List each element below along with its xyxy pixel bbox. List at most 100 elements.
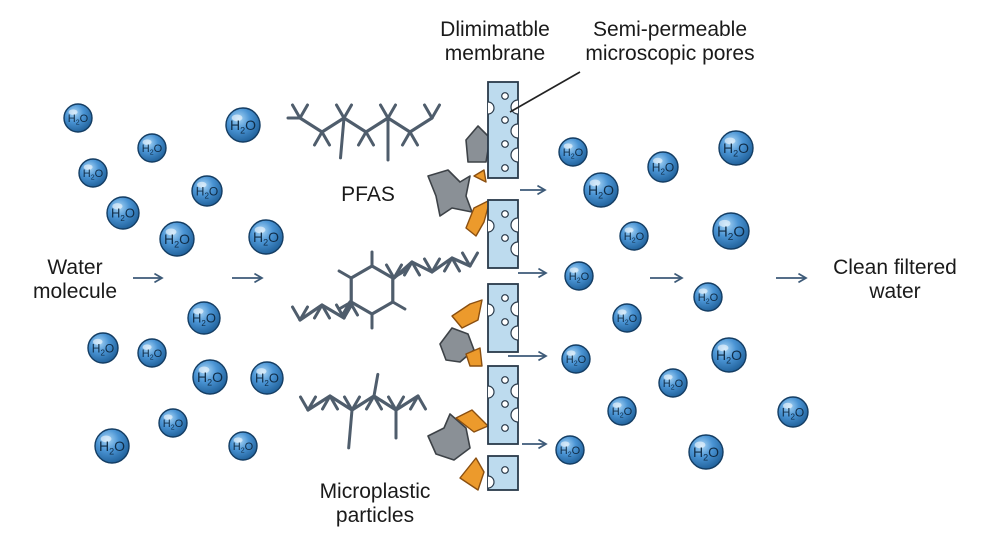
- water-molecules: H2O H2O H2O H2O H2O H2O H2O H2O H2O H2O H2O H2O H2O H…: [63, 103, 809, 470]
- microplastic-label-line1: Microplastic: [319, 480, 431, 503]
- svg-text:H2O: H2O: [624, 231, 645, 245]
- membrane-segment: [487, 365, 519, 445]
- water-molecule-icon: H2O: [583, 172, 619, 208]
- water-molecule-icon: H2O: [106, 196, 140, 230]
- pore-icon: [501, 92, 509, 100]
- flow-arrows: [133, 184, 808, 450]
- svg-text:H2O: H2O: [192, 311, 216, 328]
- water-molecule-icon: H2O: [87, 332, 119, 364]
- svg-text:H2O: H2O: [716, 347, 742, 366]
- svg-text:H2O: H2O: [83, 168, 104, 182]
- water-molecule-icon: H2O: [192, 359, 228, 395]
- water-molecule-icon: H2O: [63, 103, 93, 133]
- water-molecule-icon: H2O: [159, 221, 195, 257]
- svg-text:H2O: H2O: [563, 147, 584, 161]
- water-molecule-label-line1: Water: [47, 256, 103, 279]
- water-molecule-icon: H2O: [137, 338, 167, 368]
- water-molecule-icon: H2O: [647, 151, 679, 183]
- svg-text:H2O: H2O: [255, 371, 279, 388]
- membrane-segment: [487, 283, 519, 353]
- pore-icon: [501, 140, 509, 148]
- water-molecule-icon: H2O: [94, 428, 130, 464]
- membrane-segment: [487, 455, 519, 491]
- svg-text:H2O: H2O: [233, 441, 254, 455]
- svg-text:H2O: H2O: [142, 143, 163, 157]
- pores-label-line2: microscopic pores: [585, 42, 755, 65]
- microplastic-particle-icon: [427, 413, 471, 461]
- pore-icon: [501, 400, 509, 408]
- membrane-label-line1: Dlimimatble: [440, 18, 550, 41]
- water-molecule-icon: H2O: [619, 221, 649, 251]
- svg-text:H2O: H2O: [693, 444, 719, 463]
- pfas-molecule-icon: [286, 103, 441, 162]
- svg-text:H2O: H2O: [566, 354, 587, 368]
- pfas-molecule-icon: [299, 372, 427, 450]
- svg-text:H2O: H2O: [560, 445, 581, 459]
- svg-text:H2O: H2O: [617, 313, 638, 327]
- pores-callout-line: [509, 71, 581, 113]
- water-molecule-icon: H2O: [612, 303, 642, 333]
- svg-text:H2O: H2O: [652, 160, 674, 176]
- pore-icon: [501, 164, 509, 172]
- water-molecule-icon: H2O: [225, 107, 261, 143]
- water-molecule-icon: H2O: [555, 435, 585, 465]
- microplastic-particle-icon: [473, 169, 487, 183]
- water-molecule-icon: H2O: [658, 368, 688, 398]
- pfas-molecule-icon: [291, 250, 479, 330]
- membrane-label: Dlimimatble membrane: [420, 18, 570, 66]
- membrane: [487, 81, 519, 491]
- svg-text:H2O: H2O: [663, 378, 684, 392]
- svg-text:H2O: H2O: [612, 406, 633, 420]
- svg-text:H2O: H2O: [92, 341, 114, 357]
- pore-icon: [501, 210, 509, 218]
- water-molecule-icon: H2O: [718, 130, 754, 166]
- svg-text:H2O: H2O: [196, 184, 218, 200]
- svg-text:H2O: H2O: [569, 271, 590, 285]
- pfas-molecules: [286, 103, 479, 450]
- water-molecule-icon: H2O: [191, 175, 223, 207]
- clean-water-label: Clean filtered water: [820, 256, 970, 304]
- clean-water-label-line1: Clean filtered: [833, 256, 957, 279]
- svg-text:H2O: H2O: [723, 140, 749, 159]
- pore-icon: [501, 294, 509, 302]
- water-molecule-icon: H2O: [250, 361, 284, 395]
- microplastic-particle-icon: [459, 457, 485, 491]
- membrane-label-line2: membrane: [444, 42, 546, 65]
- pore-icon: [501, 424, 509, 432]
- pore-icon: [501, 466, 509, 474]
- svg-text:H2O: H2O: [111, 206, 135, 223]
- water-molecule-icon: H2O: [228, 431, 258, 461]
- water-molecule-icon: H2O: [78, 158, 108, 188]
- svg-text:H2O: H2O: [99, 438, 125, 457]
- microplastic-particle-icon: [465, 199, 491, 237]
- water-molecule-icon: H2O: [561, 344, 591, 374]
- microplastic-particle-icon: [465, 125, 491, 163]
- water-molecule-icon: H2O: [712, 212, 750, 250]
- pore-icon: [501, 376, 509, 384]
- water-molecule-icon: H2O: [158, 408, 188, 438]
- water-molecule-icon: H2O: [248, 219, 284, 255]
- water-molecule-icon: H2O: [688, 434, 724, 470]
- microplastic-label-line2: particles: [335, 504, 415, 527]
- pfas-label-text: PFAS: [341, 183, 395, 206]
- microplastic-particle-icon: [427, 169, 473, 217]
- svg-text:H2O: H2O: [717, 223, 745, 243]
- pore-icon: [501, 234, 509, 242]
- svg-text:H2O: H2O: [197, 369, 223, 388]
- clean-water-label-line2: water: [869, 280, 921, 303]
- svg-text:H2O: H2O: [588, 182, 614, 201]
- water-molecule-label: Water molecule: [20, 256, 130, 304]
- svg-text:H2O: H2O: [163, 418, 184, 432]
- pore-icon: [501, 318, 509, 326]
- microplastic-label: Microplastic particles: [300, 480, 450, 528]
- svg-text:H2O: H2O: [68, 113, 89, 127]
- water-molecule-icon: H2O: [564, 261, 594, 291]
- membrane-segment: [487, 199, 519, 269]
- microplastic-particles: [427, 125, 491, 491]
- svg-text:H2O: H2O: [782, 405, 804, 421]
- svg-text:H2O: H2O: [698, 292, 719, 306]
- svg-text:H2O: H2O: [230, 117, 256, 136]
- pores-label-line1: Semi-permeable: [592, 18, 748, 41]
